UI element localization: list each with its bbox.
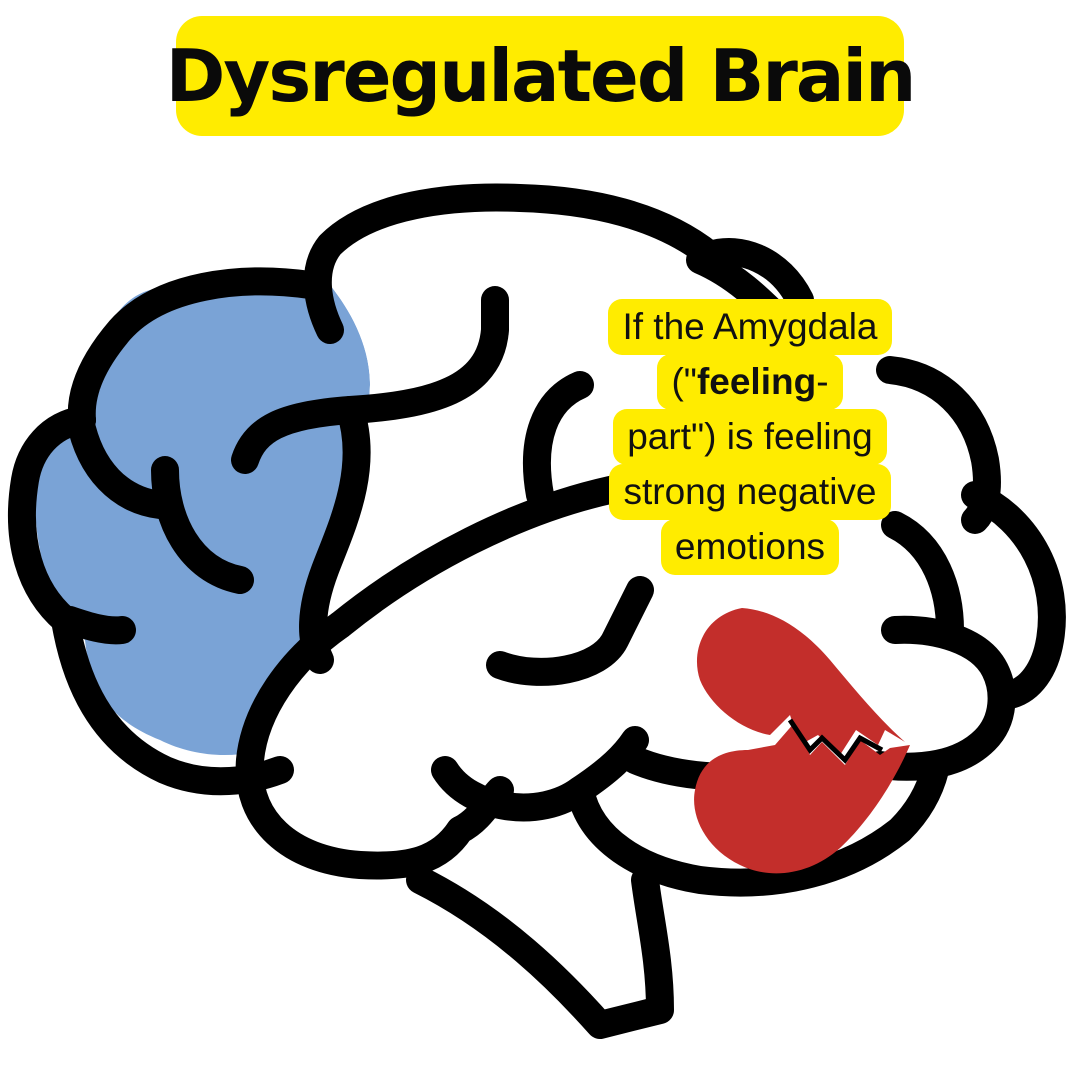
callout-text: If the Amygdala bbox=[622, 306, 878, 347]
callout-text: - bbox=[816, 361, 829, 402]
heart-bottom-half bbox=[694, 722, 910, 874]
callout-line-2: ("feeling- bbox=[657, 354, 843, 410]
callout-line-3: part") is feeling bbox=[613, 409, 887, 465]
callout-line-1: If the Amygdala bbox=[608, 299, 892, 355]
callout-text: strong negative bbox=[623, 471, 877, 512]
heart-top-half bbox=[696, 608, 905, 755]
callout-bold-term: feeling bbox=[696, 361, 817, 402]
page-title: Dysregulated Brain bbox=[165, 34, 917, 118]
callout-text: emotions bbox=[674, 526, 826, 567]
callout-text: (" bbox=[671, 361, 697, 402]
amygdala-callout: If the Amygdala ("feeling- part") is fee… bbox=[560, 299, 940, 575]
title-banner: Dysregulated Brain bbox=[166, 16, 916, 136]
callout-line-5: emotions bbox=[660, 519, 840, 575]
heart-crack bbox=[787, 718, 884, 764]
callout-text: part") is feeling bbox=[627, 416, 873, 457]
callout-line-4: strong negative bbox=[609, 464, 891, 520]
broken-heart-icon bbox=[694, 608, 910, 874]
